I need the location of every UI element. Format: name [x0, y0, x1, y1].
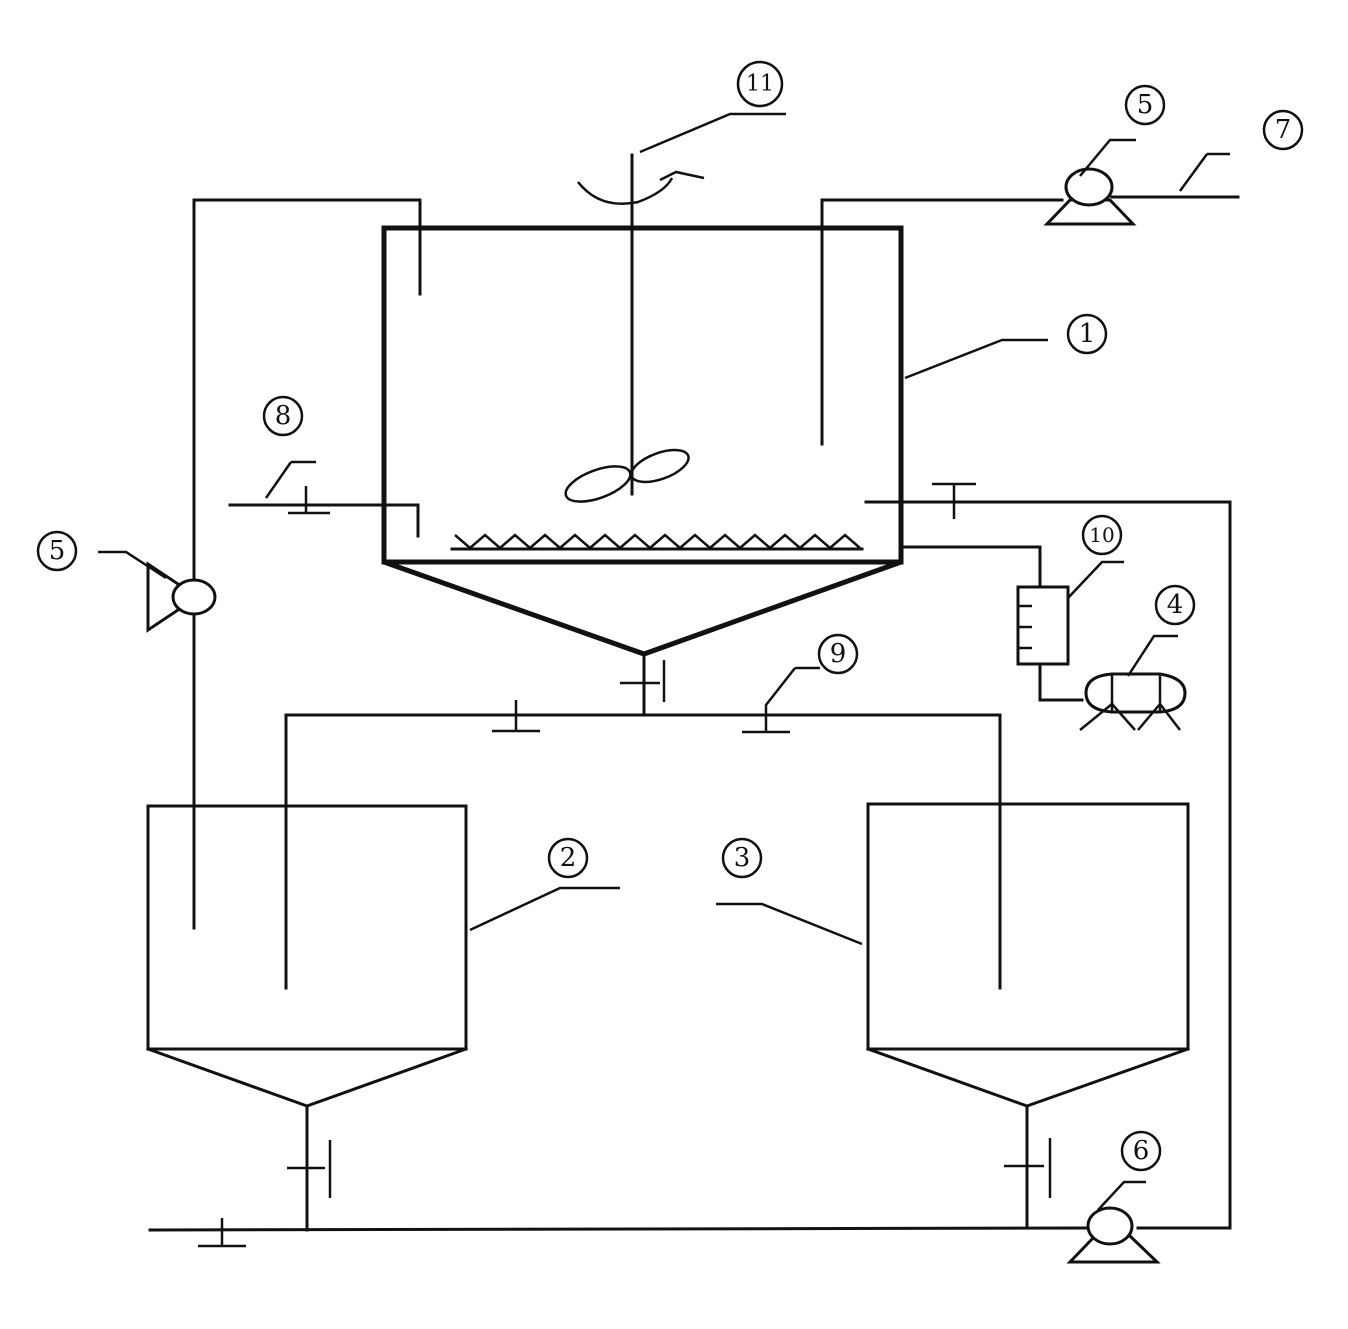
flowmeter	[1016, 585, 1070, 666]
label-4: 4	[1154, 584, 1196, 626]
label-10: 10	[1081, 514, 1123, 556]
label-1: 1	[1066, 313, 1108, 355]
svg-text:8: 8	[275, 401, 292, 431]
pump-bottom-right	[1066, 1206, 1161, 1264]
svg-text:9: 9	[830, 639, 847, 669]
pump-left	[146, 561, 217, 633]
svg-text:5: 5	[1137, 90, 1154, 120]
settling-tank-left	[146, 804, 468, 1108]
piping	[148, 152, 1240, 1248]
label-3: 3	[721, 837, 763, 879]
aeration-diffuser	[454, 533, 861, 550]
label-2: 2	[547, 837, 589, 879]
label-9: 9	[817, 633, 859, 675]
agitator	[564, 153, 705, 503]
label-7: 7	[1262, 109, 1304, 151]
leader-lines	[98, 112, 1178, 1211]
svg-text:6: 6	[1133, 1136, 1150, 1166]
blower	[1079, 672, 1187, 731]
label-11: 11	[736, 60, 784, 108]
label-5-top: 5	[1124, 84, 1166, 126]
svg-text:1: 1	[1079, 319, 1096, 349]
svg-text:3: 3	[734, 843, 751, 873]
svg-text:10: 10	[1089, 523, 1114, 547]
svg-text:7: 7	[1275, 115, 1292, 145]
settling-tank-right	[866, 802, 1190, 1108]
label-8: 8	[262, 395, 304, 437]
svg-text:5: 5	[49, 536, 66, 566]
svg-text:2: 2	[560, 843, 577, 873]
label-5-left: 5	[36, 530, 78, 572]
label-6: 6	[1120, 1130, 1162, 1172]
svg-text:4: 4	[1167, 590, 1184, 620]
reactor-tank	[381, 225, 904, 657]
pump-top-right	[1043, 167, 1137, 226]
svg-text:11: 11	[746, 72, 774, 97]
